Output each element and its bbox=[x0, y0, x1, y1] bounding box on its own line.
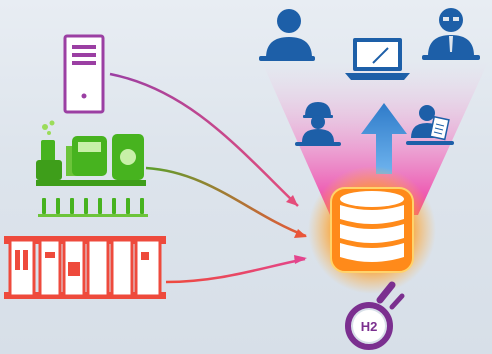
plc-rack-icon bbox=[4, 236, 166, 299]
h2-logo-label: H2 bbox=[361, 319, 378, 334]
up-arrow bbox=[361, 103, 407, 174]
user-glasses-icon bbox=[422, 8, 480, 60]
worker-document-icon bbox=[406, 105, 454, 145]
server-tower-icon bbox=[63, 34, 105, 114]
h2-logo: H2 bbox=[345, 281, 405, 350]
database-icon bbox=[330, 187, 414, 273]
flow-arrow-server bbox=[109, 72, 299, 207]
bottle-row bbox=[38, 198, 148, 217]
user-icon bbox=[259, 9, 315, 61]
worker-helmet-icon bbox=[295, 102, 341, 146]
flow-arrow-plc bbox=[165, 255, 307, 284]
laptop-icon bbox=[345, 38, 410, 80]
factory-machinery-icon bbox=[36, 120, 146, 186]
flow-arrow-factory bbox=[145, 166, 307, 238]
data-beam bbox=[262, 62, 488, 215]
